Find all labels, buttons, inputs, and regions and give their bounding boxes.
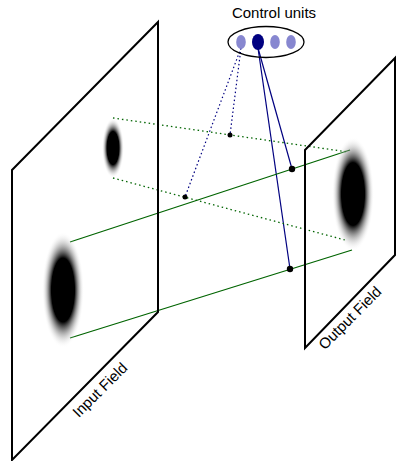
control-unit — [270, 35, 280, 49]
units-ellipse — [228, 27, 304, 58]
projection-line — [113, 178, 345, 240]
activity-blob — [102, 118, 124, 178]
units-ellipse — [224, 24, 324, 60]
field-label: Input Field — [69, 359, 131, 421]
activity-blob — [42, 232, 84, 348]
group-label: Control units — [224, 4, 324, 22]
synapse-dot — [183, 195, 188, 200]
synapse-dot — [289, 166, 295, 172]
control-wire — [230, 48, 241, 135]
field-label: Output Field — [315, 283, 386, 354]
projection-line — [113, 118, 348, 152]
control-wire — [185, 48, 241, 197]
control-wire — [258, 48, 290, 269]
control-unit — [236, 35, 246, 49]
synapse-dot — [228, 133, 233, 138]
activity-blob — [332, 137, 374, 251]
control-units: Control units — [224, 4, 324, 64]
field-plane: Input Field — [8, 18, 160, 461]
plane-outline — [12, 22, 158, 460]
field-plane: Output Field — [300, 52, 397, 358]
control-unit — [252, 34, 264, 50]
control-wire — [258, 48, 292, 169]
projection-line — [70, 250, 352, 338]
synapse-dot — [287, 266, 293, 272]
control-unit — [286, 35, 296, 49]
